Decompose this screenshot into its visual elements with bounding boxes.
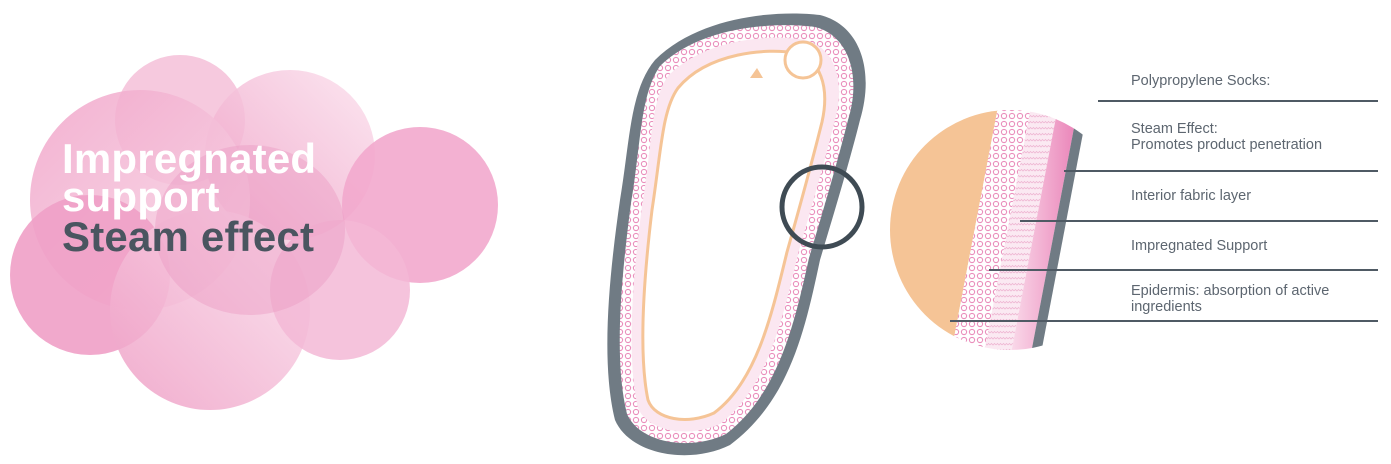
foot-graphic	[607, 13, 865, 455]
cross-section-graphic	[880, 70, 1140, 385]
label-impregnated-support: Impregnated Support	[1131, 238, 1267, 254]
label-steam-effect-detail: Promotes product penetration	[1131, 137, 1322, 153]
title-line-2: support	[62, 178, 316, 216]
title-line-3: Steam effect	[62, 218, 316, 256]
cloud-title: Impregnated support Steam effect	[62, 140, 316, 256]
label-epidermis-detail: ingredients	[1131, 299, 1202, 315]
big-toe	[785, 42, 821, 78]
label-polypropylene-socks: Polypropylene Socks:	[1131, 73, 1270, 89]
label-steam-effect: Steam Effect:	[1131, 121, 1218, 137]
label-epidermis: Epidermis: absorption of active	[1131, 283, 1329, 299]
label-interior-fabric: Interior fabric layer	[1131, 188, 1251, 204]
